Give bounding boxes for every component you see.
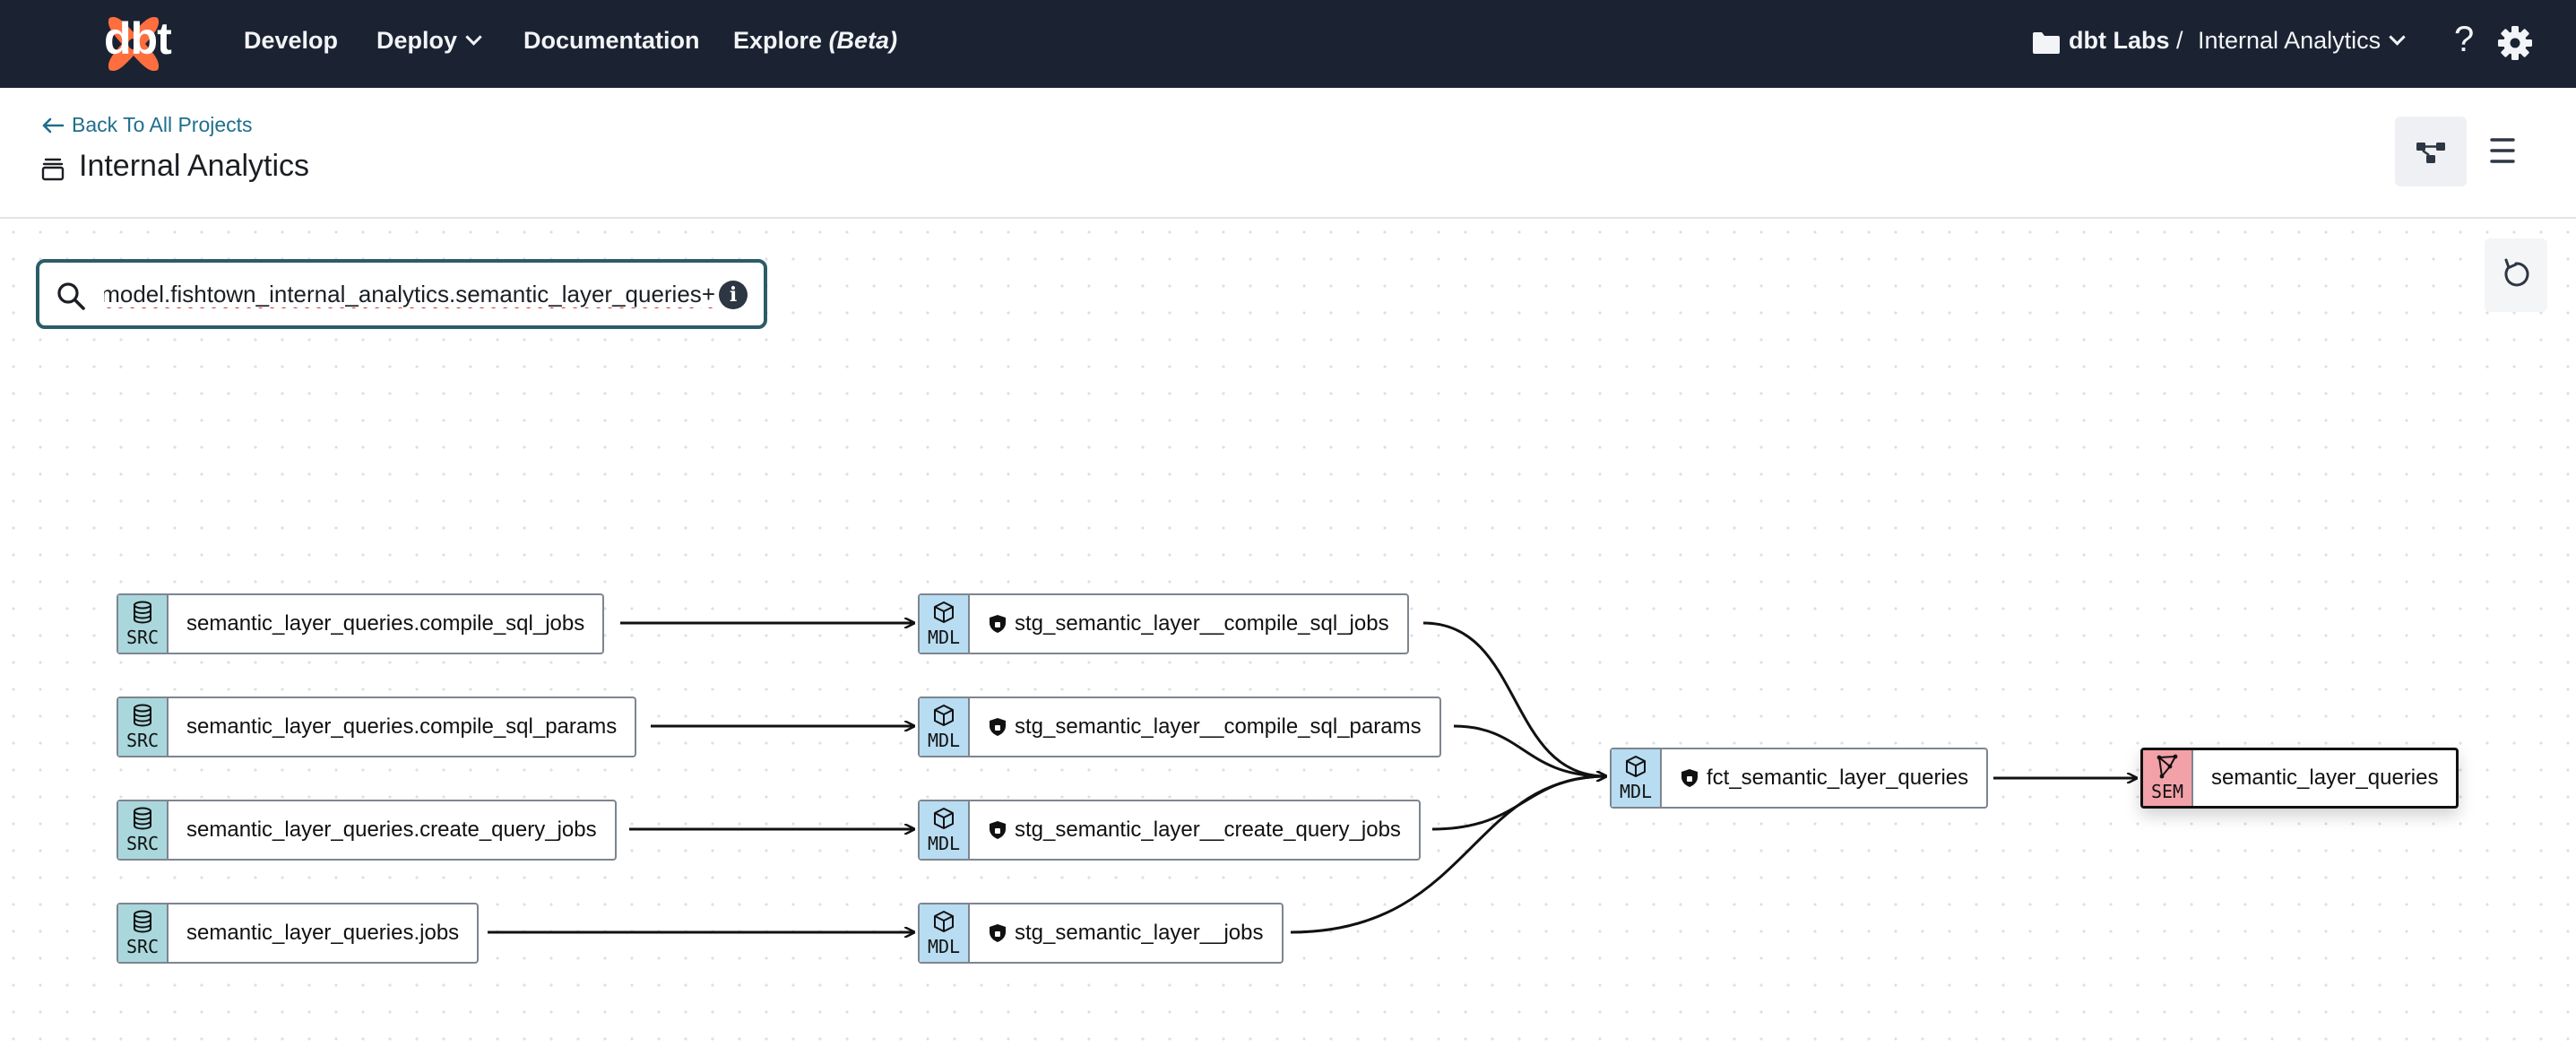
node-label-text: stg_semantic_layer__create_query_jobs [1015, 818, 1401, 842]
node-label: semantic_layer_queries [2211, 766, 2439, 790]
top-navigation-bar: dbt Develop Deploy Documentation Explore… [0, 0, 2576, 88]
badge-text: MDL [927, 833, 961, 854]
shield-lock-icon [990, 821, 1006, 839]
semantic-model-icon [2157, 754, 2178, 779]
node-label: stg_semantic_layer__jobs [970, 904, 1282, 962]
node-label: semantic_layer_queries.create_query_jobs [186, 818, 597, 842]
back-to-projects-link[interactable]: Back To All Projects [72, 113, 253, 136]
cube-icon [934, 911, 954, 932]
node-label: stg_semantic_layer__compile_sql_params [970, 698, 1439, 756]
page-title: Internal Analytics [79, 149, 310, 183]
chevron-down-icon [465, 29, 482, 46]
node-label: stg_semantic_layer__compile_sql_jobs [970, 595, 1407, 653]
cube-icon [934, 808, 954, 829]
project-header: Back To All Projects Internal Analytics [0, 88, 2576, 219]
beta-tag: (Beta) [828, 27, 898, 54]
badge-text: MDL [1619, 781, 1653, 802]
database-icon [134, 704, 151, 727]
project-switcher[interactable]: Internal Analytics [2198, 27, 2406, 55]
node-label-text: stg_semantic_layer__jobs [1015, 921, 1264, 945]
folder-icon [2033, 32, 2060, 54]
model-badge: MDL [920, 595, 970, 653]
model-badge: MDL [920, 801, 970, 859]
shield-lock-icon [1681, 769, 1698, 787]
project-switcher-label: Internal Analytics [2198, 27, 2382, 54]
badge-text: SEM [2150, 781, 2184, 802]
reset-icon [2504, 258, 2529, 287]
lineage-search-box: i [36, 259, 767, 329]
shield-lock-icon [990, 615, 1006, 633]
database-icon [134, 910, 151, 933]
dag-node-source[interactable]: SRC semantic_layer_queries.compile_sql_p… [117, 697, 637, 757]
badge-text: SRC [125, 833, 160, 854]
dag-node-model[interactable]: MDL stg_semantic_layer__jobs [918, 903, 1284, 964]
node-label-text: fct_semantic_layer_queries [1707, 766, 1969, 790]
arrow-left-icon[interactable] [41, 117, 65, 134]
nav-explore-label: Explore [733, 27, 823, 54]
gear-icon[interactable] [2497, 25, 2533, 61]
database-icon [134, 601, 151, 624]
chevron-down-icon [2389, 29, 2406, 46]
node-label: semantic_layer_queries.compile_sql_jobs [186, 611, 585, 636]
shield-lock-icon [990, 924, 1006, 942]
model-badge: MDL [920, 698, 970, 756]
model-badge: MDL [1612, 749, 1662, 807]
semantic-badge: SEM [2143, 750, 2193, 806]
dag-node-source[interactable]: SRC semantic_layer_queries.compile_sql_j… [117, 593, 605, 654]
dag-node-model[interactable]: MDL stg_semantic_layer__compile_sql_jobs [918, 593, 1409, 654]
reset-graph-button[interactable] [2485, 238, 2547, 312]
node-label: fct_semantic_layer_queries [1662, 749, 1986, 807]
account-switcher[interactable]: dbt Labs [2069, 27, 2170, 54]
info-icon[interactable]: i [719, 281, 748, 309]
node-label: semantic_layer_queries.jobs [186, 921, 460, 945]
node-label-text: stg_semantic_layer__compile_sql_params [1015, 714, 1422, 739]
badge-text: SRC [125, 936, 160, 957]
source-badge: SRC [118, 801, 169, 859]
shield-lock-icon [990, 718, 1006, 736]
nav-deploy-label: Deploy [376, 27, 458, 54]
lineage-view-button[interactable] [2395, 117, 2467, 186]
source-badge: SRC [118, 595, 169, 653]
nav-explore[interactable]: Explore (Beta) [733, 27, 897, 55]
source-badge: SRC [118, 698, 169, 756]
dag-node-model[interactable]: MDL stg_semantic_layer__compile_sql_para… [918, 697, 1441, 757]
badge-text: MDL [927, 730, 961, 751]
cube-icon [934, 705, 954, 726]
badge-text: SRC [125, 627, 160, 648]
source-badge: SRC [118, 904, 169, 962]
dag-node-source[interactable]: SRC semantic_layer_queries.jobs [117, 903, 480, 964]
node-label: stg_semantic_layer__create_query_jobs [970, 801, 1419, 859]
cube-icon [934, 601, 954, 623]
dag-node-source[interactable]: SRC semantic_layer_queries.create_query_… [117, 800, 617, 861]
nav-develop[interactable]: Develop [244, 27, 339, 54]
node-label: semantic_layer_queries.compile_sql_param… [186, 714, 618, 739]
dbt-logo-icon[interactable] [39, 13, 228, 75]
database-icon [134, 807, 151, 830]
model-badge: MDL [920, 904, 970, 962]
node-label-text: stg_semantic_layer__compile_sql_jobs [1015, 611, 1389, 636]
project-icon [41, 158, 65, 181]
lineage-icon [2416, 143, 2445, 163]
dag-node-model[interactable]: MDL stg_semantic_layer__create_query_job… [918, 800, 1421, 861]
dag-node-fact-model[interactable]: MDL fct_semantic_layer_queries [1610, 748, 1989, 809]
cube-icon [1626, 756, 1646, 777]
badge-text: MDL [927, 627, 961, 648]
selector-search-input[interactable] [104, 270, 715, 318]
search-icon [57, 282, 85, 310]
help-icon[interactable]: ? [2454, 20, 2475, 59]
badge-text: MDL [927, 936, 961, 957]
badge-text: SRC [125, 730, 160, 751]
hamburger-menu-icon[interactable] [2481, 133, 2524, 169]
dag-node-semantic-model[interactable]: SEM semantic_layer_queries [2140, 748, 2459, 809]
nav-documentation[interactable]: Documentation [523, 27, 700, 54]
logo-text[interactable]: dbt [104, 13, 172, 64]
breadcrumb-separator: / [2176, 27, 2183, 54]
nav-deploy[interactable]: Deploy [376, 27, 482, 55]
